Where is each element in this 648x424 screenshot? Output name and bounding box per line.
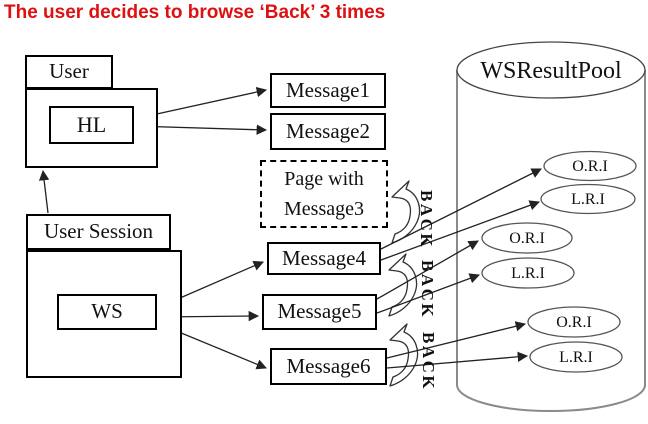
ws-result-pool-cylinder: WSResultPool — [456, 41, 646, 412]
ws-label: WS — [91, 299, 123, 324]
ori-ellipse-1 — [543, 150, 637, 182]
back-curved-arrow-icon-1 — [391, 180, 421, 244]
page-with-message3-label: Page with Message3 — [284, 168, 364, 220]
user-session-folder-label: User Session — [43, 219, 154, 244]
message1-label: Message1 — [286, 77, 370, 102]
arrow-message4-to-lri1 — [380, 200, 540, 261]
lri-ellipse-1 — [540, 183, 636, 215]
message1-box: Message1 — [270, 73, 386, 108]
message4-box: Message4 — [267, 242, 381, 275]
cylinder-top-ellipse — [456, 41, 646, 99]
user-folder-label: User — [49, 59, 89, 84]
message5-label: Message5 — [277, 299, 362, 324]
ori-ellipse-3 — [527, 306, 621, 338]
ori-label-1: O.R.I — [572, 158, 608, 175]
hl-label: HL — [76, 111, 107, 137]
page-with-message3-box: Page with Message3 — [260, 160, 388, 228]
lri-ellipse-3 — [529, 341, 623, 373]
back-arrows — [388, 180, 421, 387]
message6-box: Message6 — [270, 348, 387, 385]
pool-items: O.R.I L.R.I O.R.I L.R.I O.R.I L.R.I — [481, 150, 637, 373]
lri-label-3: L.R.I — [559, 349, 593, 366]
hl-box: HL — [49, 106, 134, 144]
ori-label-2: O.R.I — [509, 230, 545, 247]
arrow-message4-to-ori1 — [380, 168, 542, 250]
arrow-message6-to-ori3 — [386, 321, 527, 359]
lri-label-1: L.R.I — [571, 191, 605, 208]
ws-box: WS — [57, 294, 157, 330]
back-label-3: BACK — [419, 332, 438, 391]
diagram-title: The user decides to browse ‘Back’ 3 time… — [4, 2, 386, 23]
message5-box: Message5 — [262, 294, 377, 330]
ori-ellipse-2 — [481, 222, 573, 254]
back-label-group: BACK BACK BACK — [417, 190, 438, 391]
arrow-message5-to-lri2 — [376, 273, 480, 314]
message2-box: Message2 — [270, 113, 386, 150]
arrow-message6-to-lri3 — [386, 351, 529, 369]
pool-title: WSResultPool — [480, 58, 622, 84]
cylinder-bottom-arc — [456, 384, 646, 412]
arrow-message5-to-ori2 — [376, 240, 479, 300]
message2-label: Message2 — [286, 118, 370, 143]
arrow-usersession-to-user — [38, 169, 50, 214]
ori-label-3: O.R.I — [556, 314, 592, 331]
lri-ellipse-2 — [481, 257, 575, 289]
user-session-folder-tab: User Session — [26, 214, 171, 250]
message6-label: Message6 — [286, 353, 371, 378]
message4-label: Message4 — [282, 245, 366, 270]
user-folder-tab: User — [25, 55, 113, 89]
back-curved-arrow-icon-3 — [389, 323, 419, 387]
back-label-2: BACK — [418, 260, 437, 319]
back-label-1: BACK — [417, 190, 436, 249]
lri-label-2: L.R.I — [511, 265, 545, 282]
